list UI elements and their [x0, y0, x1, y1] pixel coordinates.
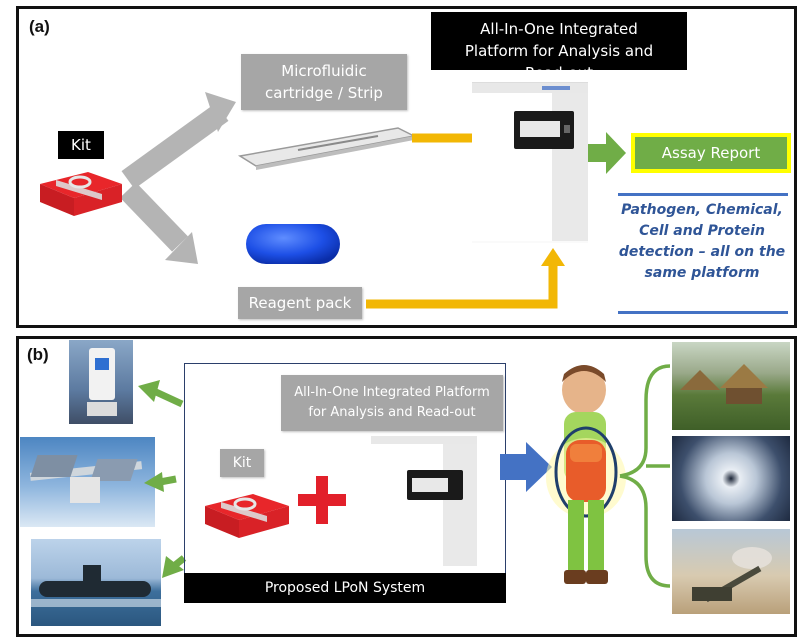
platform-label-b: All-In-One Integrated Platform for Analy… — [281, 375, 503, 431]
kit-gift-icon-a — [36, 170, 124, 218]
kit-split-arrows — [120, 92, 236, 264]
reagent-pack-label: Reagent pack — [238, 287, 362, 319]
lpon-system-label: Proposed LPoN System — [184, 573, 506, 603]
backpacker-figure — [540, 360, 632, 610]
kiosk-photo — [69, 340, 133, 424]
assay-report-badge: Assay Report — [631, 133, 791, 173]
kit-gift-icon-b — [201, 492, 291, 540]
application-arrows — [138, 380, 187, 578]
analyzer-device-a — [472, 82, 588, 243]
detection-text: Pathogen, Chemical, Cell and Protein det… — [618, 202, 786, 281]
green-arrow-report — [588, 132, 626, 174]
plus-icon — [298, 476, 346, 524]
panel-b-tag: (b) — [27, 345, 49, 364]
platform-label-a: All-In-One Integrated Platform for Analy… — [431, 12, 687, 82]
device-top-panel — [472, 83, 588, 93]
cartridge-label: Microfluidic cartridge / Strip — [241, 54, 407, 110]
kit-label-b: Kit — [220, 449, 264, 477]
device-screen — [514, 111, 574, 149]
village-photo — [672, 342, 790, 430]
detection-rule-top — [618, 193, 788, 196]
microfluidic-strip-icon — [237, 127, 417, 170]
blue-arrow-deploy — [500, 442, 552, 492]
analyzer-device-b — [371, 436, 477, 566]
scenario-bracket — [619, 364, 671, 588]
reagent-pack-icon — [246, 224, 340, 264]
assay-report-label: Assay Report — [635, 137, 787, 169]
hurricane-photo — [672, 436, 790, 521]
space-station-photo — [20, 437, 155, 527]
device-status-bar — [542, 86, 570, 90]
artillery-photo — [672, 529, 790, 614]
kit-label-a: Kit — [58, 131, 104, 159]
device-b-screen — [407, 470, 463, 500]
submarine-photo — [31, 539, 161, 626]
panel-a-tag: (a) — [29, 17, 50, 36]
detection-rule-bottom — [618, 311, 788, 314]
